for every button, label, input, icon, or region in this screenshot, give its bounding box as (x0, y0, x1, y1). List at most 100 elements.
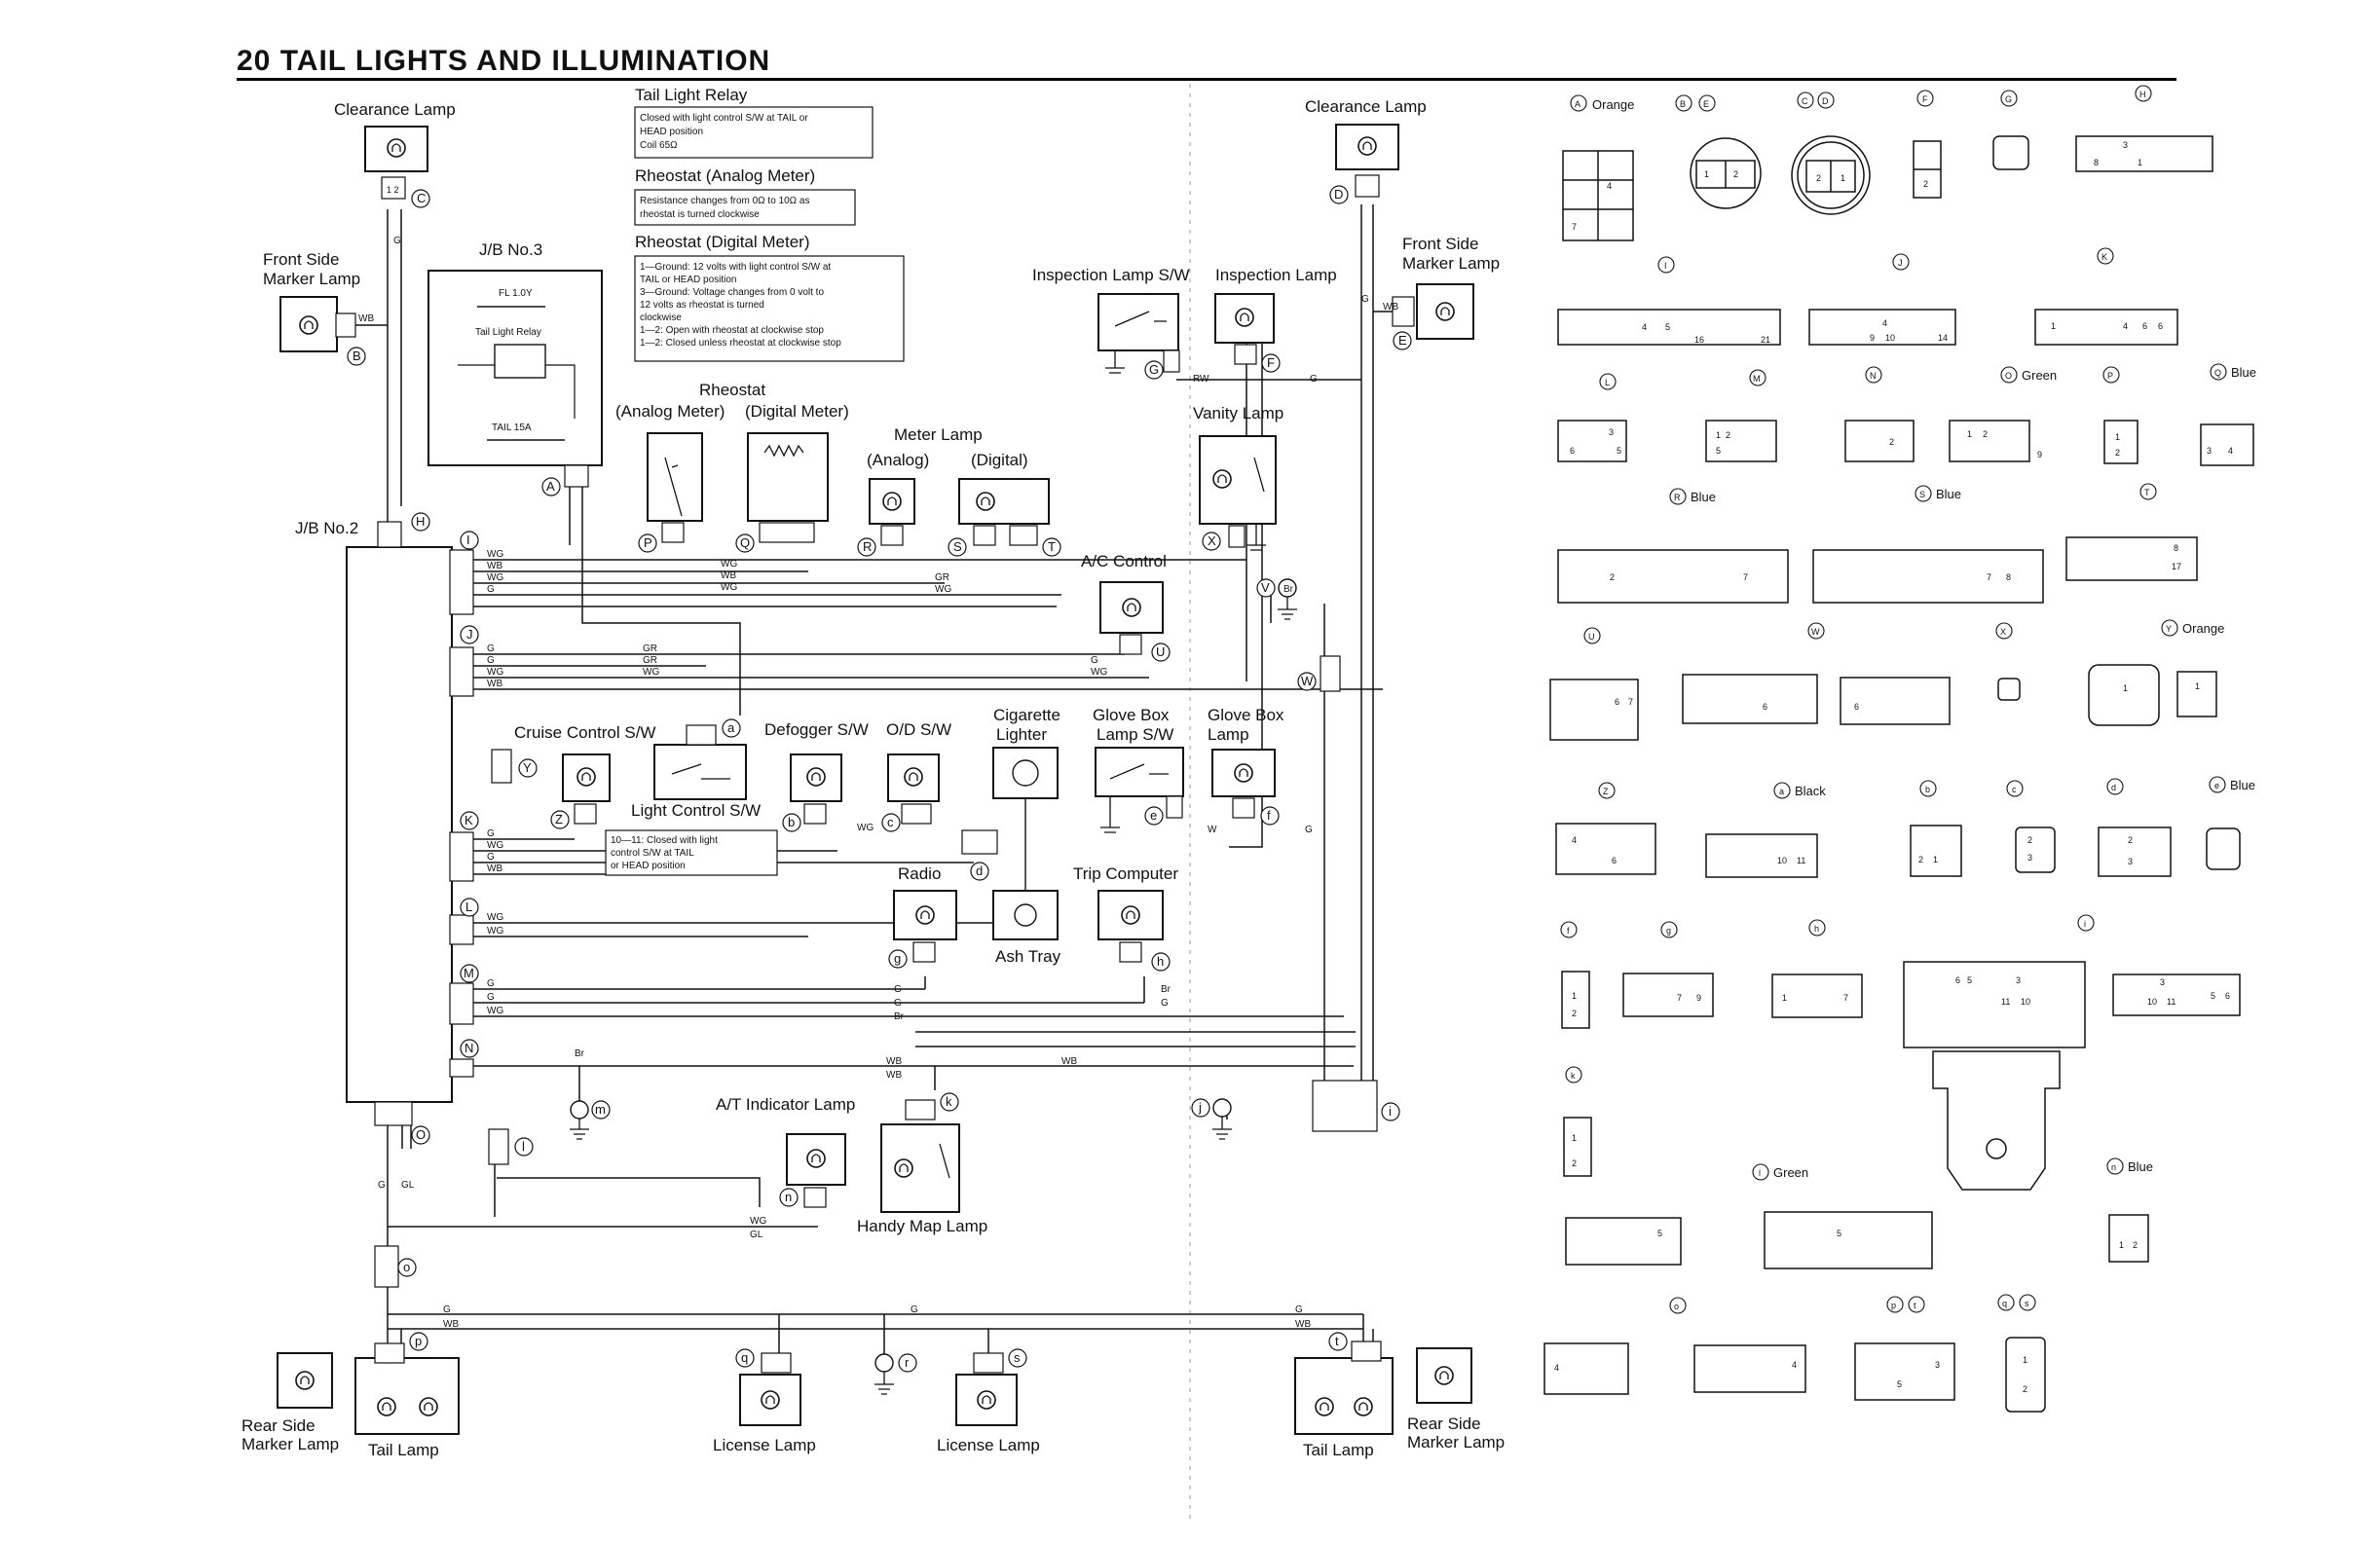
svg-text:1: 1 (1782, 993, 1787, 1003)
svg-text:q: q (2002, 1299, 2007, 1308)
svg-text:6: 6 (1854, 702, 1859, 712)
svg-text:5: 5 (1967, 975, 1972, 985)
svg-text:7: 7 (1987, 572, 1991, 582)
svg-text:7: 7 (1572, 222, 1577, 232)
rheostat-label: Rheostat (699, 381, 765, 399)
svg-text:K: K (2101, 252, 2107, 262)
cruise-control-sw-label: Cruise Control S/W (514, 723, 655, 742)
rear-side-marker-left (277, 1352, 333, 1409)
connector-U-marker: U (1151, 643, 1171, 662)
svg-text:1: 1 (1967, 429, 1972, 439)
inspection-lamp-sw-label: Inspection Lamp S/W (1032, 266, 1190, 284)
ground-V: V (1256, 578, 1297, 620)
svg-text:2: 2 (1733, 169, 1738, 179)
svg-text:WG: WG (487, 926, 503, 937)
svg-text:WG: WG (487, 667, 503, 678)
tail-lamp-left-label: Tail Lamp (368, 1441, 439, 1459)
connector-c-marker: c (881, 813, 901, 832)
cigarette-lighter-label-2: Lighter (996, 725, 1047, 744)
svg-text:C: C (1802, 96, 1808, 106)
license-lamp-1 (739, 1352, 801, 1426)
svg-text:Closed with light control S/W: Closed with light control S/W at TAIL or (640, 113, 808, 124)
connector-D-marker: D (1329, 185, 1349, 204)
svg-text:1: 1 (2119, 1240, 2124, 1250)
jb2-label: J/B No.2 (295, 519, 358, 537)
glove-box-lamp-sw-label-2: Lamp S/W (1097, 725, 1173, 744)
svg-text:n: n (785, 1190, 792, 1204)
connector-M-marker: M (460, 964, 479, 983)
rheostat-digital (747, 432, 829, 543)
svg-text:FL 1.0Y: FL 1.0Y (499, 288, 533, 299)
svg-text:Tail Light Relay: Tail Light Relay (475, 327, 541, 338)
connector-o-marker: o (374, 1245, 417, 1288)
svg-text:Br: Br (575, 1048, 585, 1059)
svg-text:Green: Green (2022, 368, 2057, 383)
svg-text:WB: WB (1295, 1319, 1311, 1330)
svg-text:GL: GL (750, 1230, 763, 1240)
svg-text:G: G (487, 852, 495, 863)
connector-E-marker: E (1393, 331, 1412, 350)
svg-text:2: 2 (1889, 437, 1894, 447)
svg-text:U: U (1588, 632, 1595, 642)
svg-text:1—Ground: 12 volts with ligh: 1—Ground: 12 volts with light control S/… (640, 262, 831, 273)
svg-text:8: 8 (2174, 543, 2178, 553)
connector-s-marker: s (1008, 1348, 1027, 1368)
cigarette-lighter (992, 747, 1059, 896)
svg-text:WB: WB (886, 1056, 902, 1067)
svg-text:W: W (1811, 627, 1820, 637)
trip-computer (1097, 890, 1164, 963)
svg-text:Coil 65Ω: Coil 65Ω (640, 140, 678, 151)
svg-text:WG: WG (487, 549, 503, 560)
svg-text:Br: Br (1283, 584, 1294, 595)
svg-text:G: G (443, 1304, 451, 1315)
svg-text:WG: WG (935, 584, 951, 595)
svg-text:1: 1 (1572, 1133, 1577, 1143)
svg-text:1: 1 (2115, 432, 2120, 442)
svg-text:10—11: Closed with light: 10—11: Closed with light (611, 835, 718, 846)
connector-X-marker: X (1202, 532, 1221, 551)
note-tail-light-relay-heading: Tail Light Relay (635, 86, 748, 104)
note-rheostat-analog-heading: Rheostat (Analog Meter) (635, 166, 815, 185)
connector-N-marker: N (460, 1039, 479, 1058)
svg-text:WG: WG (487, 840, 503, 851)
svg-text:WB: WB (1061, 1056, 1077, 1067)
svg-text:Blue: Blue (2128, 1159, 2153, 1174)
svg-text:G: G (378, 1180, 386, 1191)
svg-text:4: 4 (1554, 1363, 1559, 1373)
meter-lamp-digital (958, 478, 1050, 546)
svg-text:WG: WG (487, 912, 503, 923)
connector-I-marker: I (460, 531, 479, 550)
svg-text:K: K (465, 813, 473, 827)
svg-text:2: 2 (2023, 1384, 2027, 1394)
svg-text:R: R (863, 539, 872, 554)
svg-text:c: c (2012, 785, 2017, 794)
svg-text:6: 6 (2158, 321, 2163, 331)
od-sw-label: O/D S/W (886, 720, 951, 739)
svg-text:8: 8 (2094, 158, 2099, 167)
svg-text:A: A (1575, 99, 1580, 109)
svg-text:5: 5 (1837, 1229, 1841, 1238)
meter-lamp-label: Meter Lamp (894, 425, 983, 444)
front-side-marker-right-label-1: Front Side (1402, 235, 1478, 253)
connector-r-marker: r (898, 1353, 917, 1373)
svg-text:G: G (1305, 825, 1313, 835)
svg-text:1: 1 (1704, 169, 1709, 179)
svg-text:1: 1 (2195, 681, 2200, 691)
connector-g-marker: g (888, 949, 908, 969)
rheostat-analog (647, 432, 703, 543)
front-side-marker-right-label-2: Marker Lamp (1402, 254, 1500, 273)
svg-text:s: s (1014, 1350, 1021, 1365)
connector-J-marker: J (460, 625, 479, 644)
svg-text:d: d (2111, 783, 2116, 792)
tail-lamp-right-label-text: Tail Lamp (1303, 1441, 1374, 1459)
svg-text:7: 7 (1743, 572, 1748, 582)
svg-text:7: 7 (1677, 993, 1682, 1003)
svg-text:B: B (353, 349, 361, 363)
svg-text:3: 3 (1935, 1360, 1940, 1370)
svg-text:i: i (2084, 919, 2086, 929)
svg-text:2: 2 (1610, 572, 1615, 582)
svg-text:I: I (466, 533, 470, 547)
clearance-lamp-left-label: Clearance Lamp (334, 100, 456, 119)
light-control-sw-label: Light Control S/W (631, 801, 761, 820)
svg-text:5: 5 (1897, 1379, 1902, 1389)
